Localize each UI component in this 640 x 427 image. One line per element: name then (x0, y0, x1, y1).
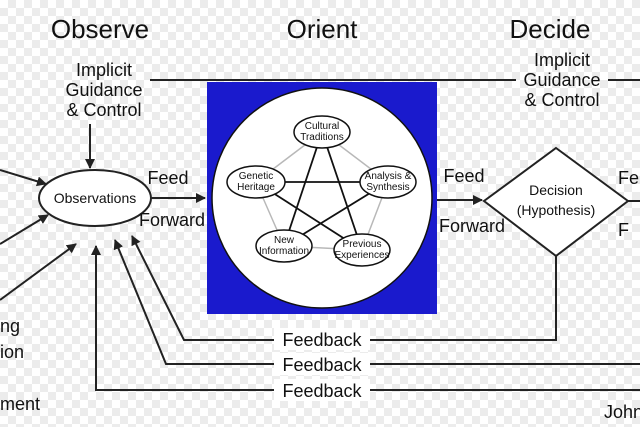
guidance-left-line-1: Implicit (76, 60, 132, 80)
incoming-arrow-2 (0, 214, 49, 245)
node-cultural-line-1: Cultural (305, 121, 339, 132)
left-partial-3: ment (0, 394, 40, 414)
right-partial-fe: Fe (618, 168, 639, 188)
feedback-label-3: Feedback (282, 381, 362, 401)
header-observe: Observe (51, 14, 149, 44)
guidance-left-line-2: Guidance (65, 80, 142, 100)
guidance-right-line-1: Implicit (534, 50, 590, 70)
node-cultural-line-2: Traditions (300, 132, 344, 143)
node-cultural-traditions (293, 115, 351, 149)
feedback-loop-2 (113, 239, 640, 365)
node-genetic-line-1: Genetic (239, 171, 273, 182)
feed-forward-2-line-1: Feed (443, 166, 484, 186)
header-orient: Orient (287, 14, 359, 44)
feed-forward-1-line-1: Feed (147, 168, 188, 188)
node-analysis-line-2: Synthesis (366, 182, 409, 193)
decision-line-2: (Hypothesis) (517, 202, 596, 218)
left-partial-1: ng (0, 316, 20, 336)
node-genetic-heritage (226, 165, 286, 199)
implicit-guidance-left: Implicit Guidance & Control (65, 60, 142, 120)
right-partial-f: F (618, 220, 629, 240)
node-new-info-line-1: New (274, 235, 295, 246)
feedback-label-bg-3 (274, 379, 370, 401)
incoming-arrow-1 (0, 169, 47, 187)
guidance-right-line-3: & Control (524, 90, 599, 110)
incoming-arrow-3 (0, 243, 77, 301)
node-new-information (255, 229, 313, 263)
header-decide: Decide (510, 14, 591, 44)
decision-line-1: Decision (529, 182, 583, 198)
node-analysis-synthesis (359, 165, 417, 199)
feedback-label-1: Feedback (282, 330, 362, 350)
feed-forward-1-line-2: Forward (139, 210, 205, 230)
feedback-label-bg-1 (274, 328, 370, 350)
guidance-right-line-2: Guidance (523, 70, 600, 90)
node-analysis-line-1: Analysis & (365, 171, 412, 182)
guidance-left-line-3: & Control (66, 100, 141, 120)
feedback-label-bg-2 (274, 353, 370, 375)
node-previous-experiences (333, 233, 391, 267)
feedback-loop-3 (91, 245, 640, 391)
feedback-label-2: Feedback (282, 355, 362, 375)
implicit-guidance-right: Implicit Guidance & Control (523, 50, 600, 110)
right-partial-john: John (604, 402, 640, 422)
observations-label: Observations (54, 190, 136, 206)
feed-forward-2-line-2: Forward (439, 216, 505, 236)
node-genetic-line-2: Heritage (237, 182, 275, 193)
node-previous-line-2: Experiences (334, 250, 389, 261)
left-partial-2: ion (0, 342, 24, 362)
node-previous-line-1: Previous (343, 239, 382, 250)
node-new-info-line-2: Information (259, 246, 309, 257)
